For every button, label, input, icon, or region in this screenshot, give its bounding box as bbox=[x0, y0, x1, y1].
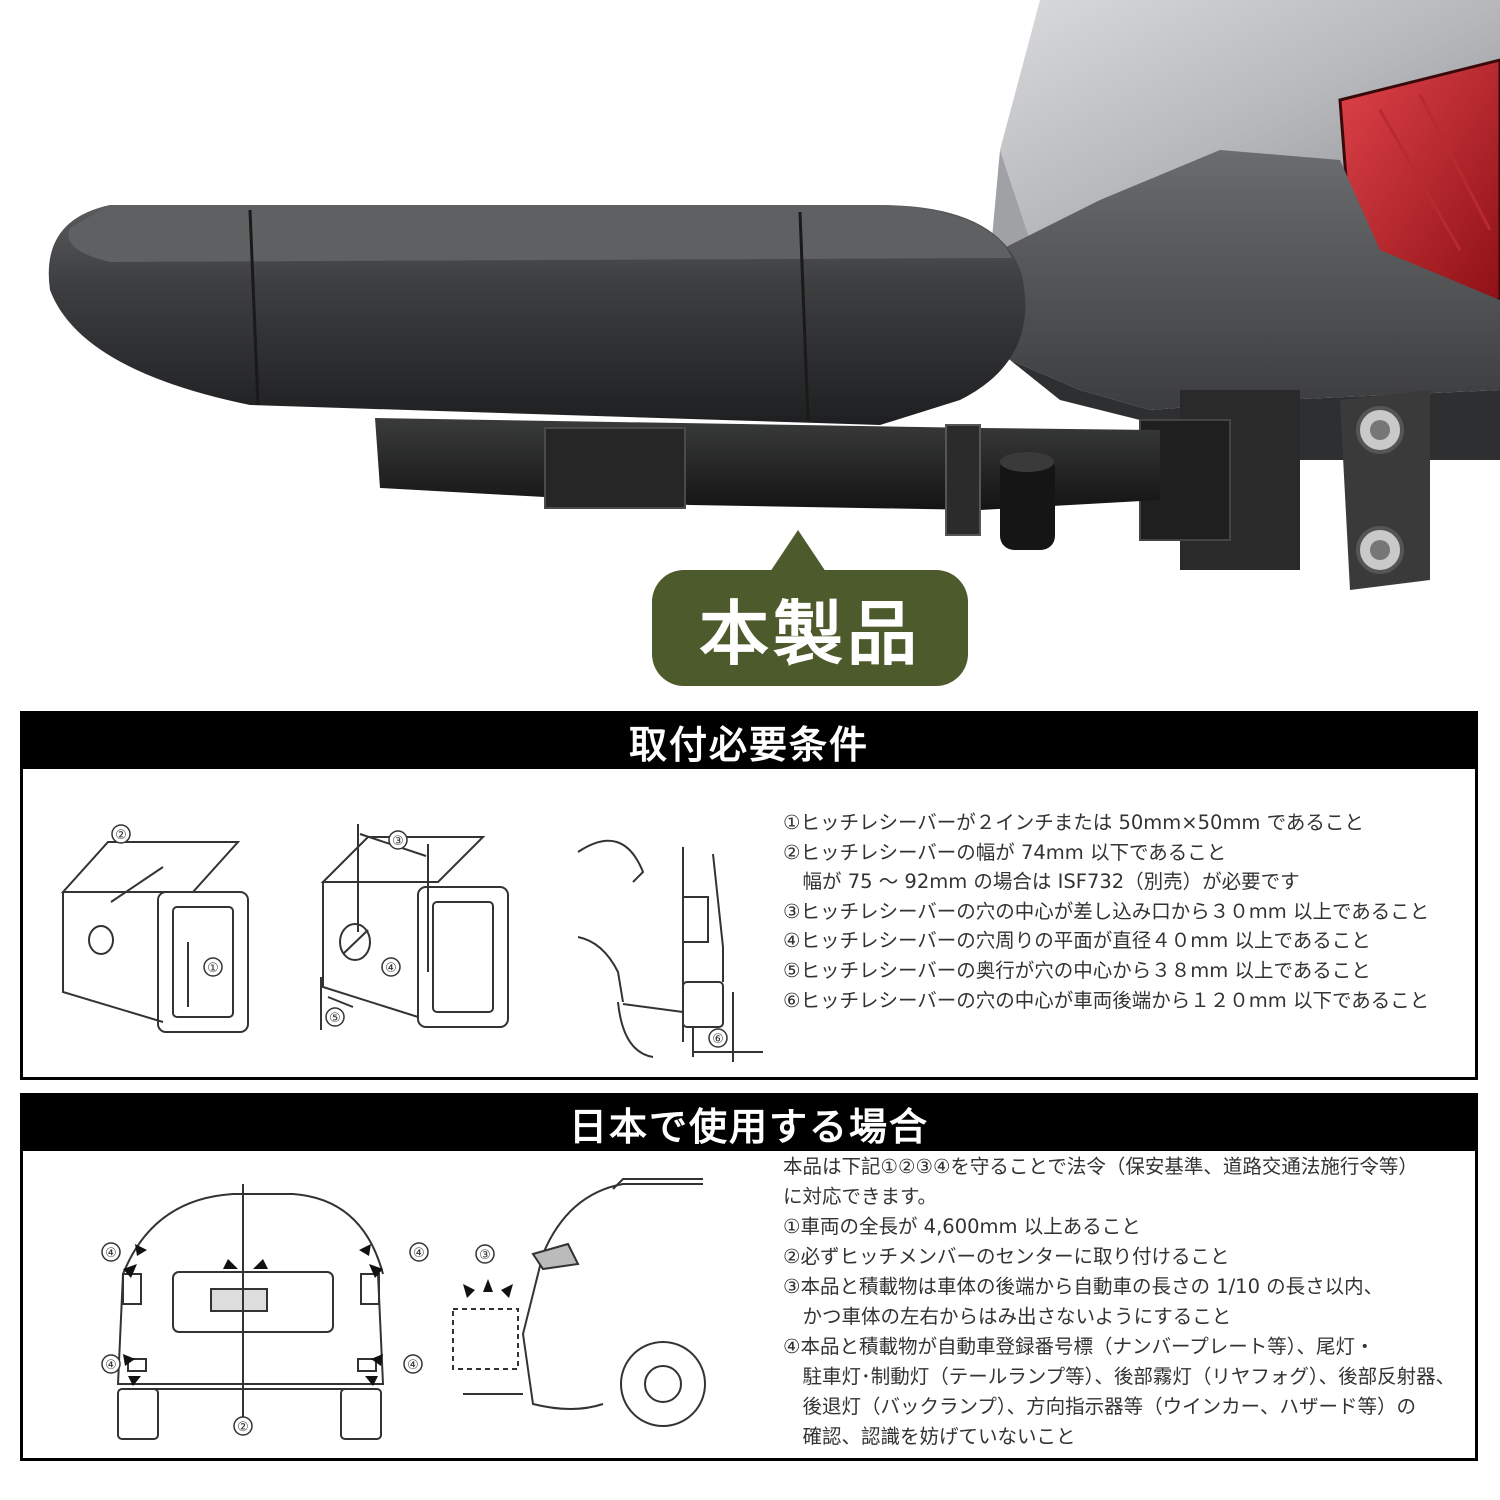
cargo-box-top bbox=[68, 205, 1013, 262]
requirement-item: ③ヒッチレシーバーの穴の中心が差し込み口から３０mm 以上であること bbox=[783, 899, 1430, 923]
vehicle-rear-diagram bbox=[116, 1184, 385, 1440]
law-item: ①車両の全長が 4,600mm 以上あること bbox=[783, 1215, 1141, 1238]
japan-use-diagrams: ④ ④ ④ ④ ② ③ bbox=[101, 1178, 706, 1440]
law-item: 後退灯（バックランプ）、方向指示器等（ウインカー、ハザード等）の bbox=[783, 1395, 1416, 1418]
receiver-diagram-2 bbox=[320, 824, 509, 1030]
marker-3-side: ③ bbox=[479, 1248, 491, 1263]
marker-4-left-bottom: ④ bbox=[105, 1358, 117, 1373]
law-item: 確認、認識を妨げていないこと bbox=[783, 1425, 1076, 1448]
callout-pointer bbox=[770, 530, 826, 572]
requirement-item: ⑥ヒッチレシーバーの穴の中心が車両後端から１２０mm 以下であること bbox=[783, 988, 1430, 1012]
requirements-diagrams: ② ① ③ ④ ⑤ ⑥ bbox=[60, 824, 763, 1062]
hitch-pin-knob bbox=[1000, 455, 1055, 550]
marker-4-right-top: ④ bbox=[413, 1246, 425, 1261]
requirement-item: ④ヒッチレシーバーの穴周りの平面が直径４０mm 以上であること bbox=[783, 929, 1371, 953]
requirement-item: ②ヒッチレシーバーの幅が 74mm 以下であること bbox=[783, 840, 1227, 864]
marker-4: ④ bbox=[385, 961, 397, 976]
marker-1: ① bbox=[207, 961, 219, 976]
law-item: ④本品と積載物が自動車登録番号標（ナンバープレート等）、尾灯・ bbox=[783, 1335, 1375, 1358]
vehicle-side-diagram bbox=[577, 839, 763, 1062]
tail-light-rib bbox=[1378, 94, 1492, 251]
marker-4-left-top: ④ bbox=[105, 1246, 117, 1261]
requirements-title: 取付必要条件 bbox=[23, 714, 1475, 769]
requirements-list: ①ヒッチレシーバーが２インチまたは 50mm×50mm であること ②ヒッチレシ… bbox=[783, 808, 1473, 1015]
law-item: 駐車灯･制動灯（テールランプ等）、後部霧灯（リヤフォグ）、後部反射器、 bbox=[783, 1365, 1456, 1388]
marker-3: ③ bbox=[392, 834, 404, 849]
marker-2-center: ② bbox=[237, 1420, 249, 1435]
receiver-diagram-1 bbox=[60, 841, 249, 1033]
marker-5: ⑤ bbox=[329, 1011, 341, 1026]
rear-bumper bbox=[975, 150, 1500, 410]
bar-clamp bbox=[544, 427, 686, 509]
requirement-item: ⑤ヒッチレシーバーの奥行が穴の中心から３８mm 以上であること bbox=[783, 958, 1371, 982]
vehicle-side-rear-diagram bbox=[452, 1178, 706, 1427]
japan-use-section: 日本で使用する場合 bbox=[20, 1093, 1478, 1461]
product-callout: 本製品 bbox=[652, 570, 968, 686]
bar-collar bbox=[945, 424, 981, 536]
marker-6: ⑥ bbox=[712, 1032, 724, 1047]
cargo-box-seam bbox=[248, 209, 810, 421]
law-item: 本品は下記①②③④を守ることで法令（保安基準、道路交通法施行令等） bbox=[783, 1155, 1418, 1178]
japan-use-list: 本品は下記①②③④を守ることで法令（保安基準、道路交通法施行令等） に対応できま… bbox=[783, 1152, 1473, 1452]
law-item: に対応できます。 bbox=[783, 1185, 938, 1208]
law-item: ③本品と積載物は車体の後端から自動車の長さの 1/10 の長さ以内、 bbox=[783, 1275, 1384, 1298]
requirements-section: 取付必要条件 bbox=[20, 711, 1478, 1080]
marker-2: ② bbox=[115, 828, 127, 843]
law-item: かつ車体の左右からはみ出さないようにすること bbox=[783, 1305, 1232, 1328]
japan-use-title: 日本で使用する場合 bbox=[23, 1096, 1475, 1151]
car-body-edge bbox=[990, 150, 1030, 260]
law-item: ②必ずヒッチメンバーのセンターに取り付けること bbox=[783, 1245, 1230, 1268]
marker-4-right-bottom: ④ bbox=[407, 1358, 419, 1373]
requirement-item: 幅が 75 ～ 92mm の場合は ISF732（別売）が必要です bbox=[783, 870, 1300, 894]
callout-label: 本製品 bbox=[699, 592, 921, 675]
product-photo: 本製品 bbox=[0, 0, 1500, 700]
requirement-item: ①ヒッチレシーバーが２インチまたは 50mm×50mm であること bbox=[783, 811, 1364, 834]
